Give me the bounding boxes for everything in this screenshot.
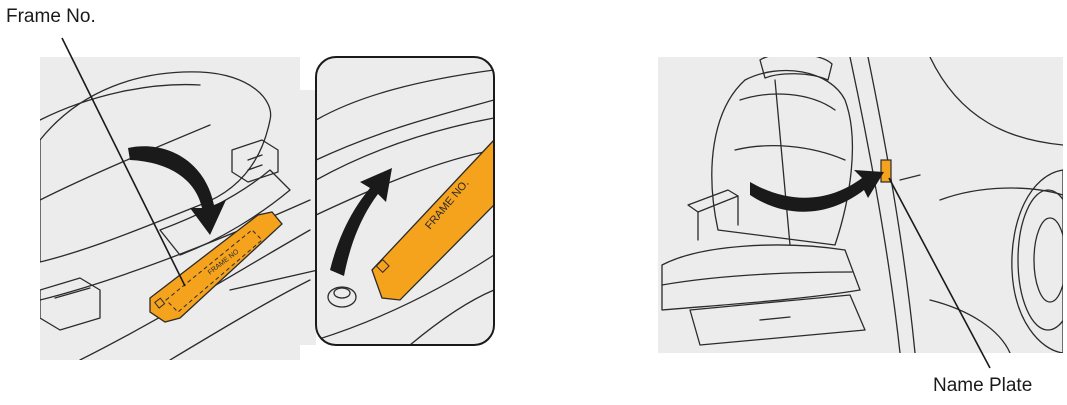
name-plate-panel [658, 54, 1067, 353]
zoom-inset: FRAME NO. [316, 57, 494, 345]
frame-location-panel: FRAME NO [40, 57, 318, 360]
